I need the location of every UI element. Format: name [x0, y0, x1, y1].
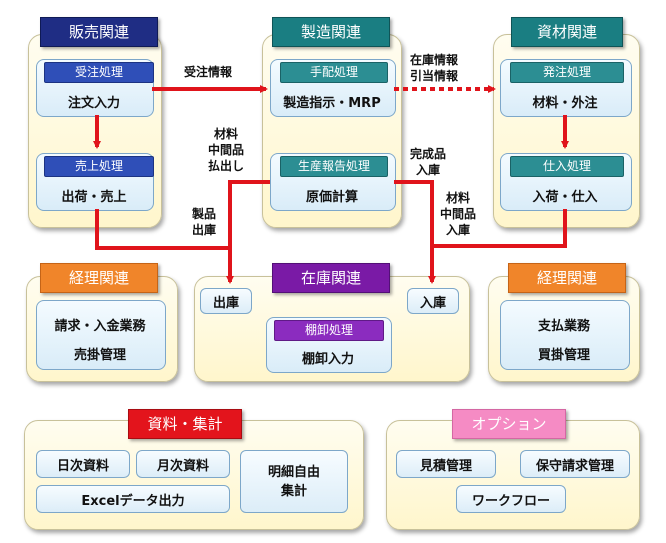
accounts-payable-label: 買掛管理	[537, 348, 590, 363]
sales-processing-tag: 売上処理	[44, 156, 154, 177]
excel-export-button[interactable]: Excelデータ出力	[36, 485, 230, 513]
production-report-tag: 生産報告処理	[280, 156, 388, 177]
purchase-order-tag: 発注処理	[510, 62, 624, 83]
accounting-right-header: 経理関連	[508, 263, 626, 293]
payment-label: 支払業務	[537, 319, 590, 334]
product-out-label: 製品 出庫	[192, 207, 217, 237]
stock-in-box[interactable]: 入庫	[407, 288, 459, 314]
payables-box[interactable]	[500, 300, 630, 370]
cost-calculation-label: 原価計算	[305, 190, 358, 205]
order-entry-label: 注文入力	[67, 96, 120, 111]
options-header: オプション	[452, 409, 566, 439]
inventory-header: 在庫関連	[272, 263, 390, 293]
material-outsourcing-label: 材料・外注	[532, 96, 598, 111]
workflow-button[interactable]: ワークフロー	[456, 485, 566, 513]
receiving-processing-tag: 仕入処理	[510, 156, 624, 177]
maintenance-billing-button[interactable]: 保守請求管理	[520, 450, 630, 478]
material-out-arrow	[228, 180, 270, 282]
reports-header: 資料・集計	[128, 409, 242, 439]
billing-payment-label: 請求・入金業務	[54, 319, 146, 334]
finished-in-arrow	[394, 180, 436, 284]
accounts-receivable-label: 売掛管理	[73, 348, 126, 363]
estimate-management-button[interactable]: 見積管理	[396, 450, 496, 478]
arrival-purchase-label: 入荷・仕入	[532, 190, 598, 205]
monthly-report-button[interactable]: 月次資料	[136, 450, 230, 478]
stocktake-tag: 棚卸処理	[274, 320, 384, 341]
stock-info-label: 在庫情報 引当情報	[410, 53, 459, 83]
material-out-label: 材料 中間品 払出し	[208, 127, 245, 173]
sales-header: 販売関連	[40, 17, 158, 47]
order-info-label: 受注情報	[184, 65, 233, 79]
receivables-box[interactable]	[36, 300, 166, 370]
daily-report-button[interactable]: 日次資料	[36, 450, 130, 478]
stocktake-entry-label: 棚卸入力	[301, 352, 354, 367]
production-order-mrp-label: 製造指示・MRP	[283, 96, 381, 111]
arrangement-processing-tag: 手配処理	[280, 62, 388, 83]
manufacturing-header: 製造関連	[272, 17, 390, 47]
stock-out-box[interactable]: 出庫	[200, 288, 252, 314]
finished-in-label: 完成品 入庫	[410, 147, 447, 177]
shipping-sales-label: 出荷・売上	[61, 190, 127, 205]
accounting-left-header: 経理関連	[40, 263, 158, 293]
order-processing-tag: 受注処理	[44, 62, 154, 83]
materials-header: 資材関連	[511, 17, 623, 47]
detail-aggregation-button[interactable]: 明細自由 集計	[240, 450, 348, 513]
material-in-arrow	[432, 209, 567, 248]
material-in-label: 材料 中間品 入庫	[440, 191, 477, 237]
